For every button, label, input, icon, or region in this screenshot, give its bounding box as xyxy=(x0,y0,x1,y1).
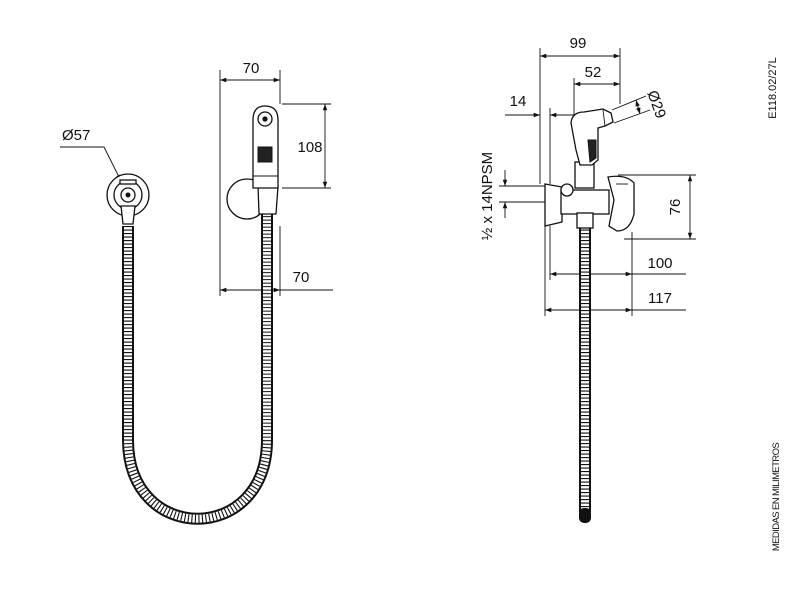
depth-100-label: 100 xyxy=(647,255,672,272)
angle-valve xyxy=(106,173,150,225)
units-note: MEDIDAS EN MILIMETROS xyxy=(771,443,782,552)
shower-height-label: 108 xyxy=(297,139,322,156)
depth-117-label: 117 xyxy=(648,290,672,307)
trigger-button xyxy=(257,146,273,163)
nozzle-diameter-label: Ø29 xyxy=(643,88,669,120)
trigger-lever xyxy=(587,139,597,163)
extension-line-nozzle-top xyxy=(611,95,647,111)
valve-diameter-label: Ø57 xyxy=(62,127,90,144)
hand-shower-side xyxy=(570,108,614,189)
valve-diameter-leader xyxy=(60,146,122,182)
head-depth-label: 52 xyxy=(585,64,602,81)
hose-front xyxy=(122,214,273,525)
bottom-width-label: 70 xyxy=(293,269,310,286)
dimension-line-nozzle xyxy=(635,99,641,115)
side-view: 99 52 14 Ø29 ½ x 14NPSM 76 100 xyxy=(479,35,696,523)
front-view: Ø57 70 108 70 xyxy=(60,60,333,525)
thread-label: ½ x 14NPSM xyxy=(479,152,496,240)
extension-line-nozzle-bottom xyxy=(613,109,651,124)
valve-height-label: 76 xyxy=(667,199,684,216)
valve-side xyxy=(544,175,635,232)
top-width-label: 70 xyxy=(243,60,260,77)
hand-shower-front xyxy=(252,105,279,189)
hose-side xyxy=(579,226,591,523)
overall-depth-label: 99 xyxy=(570,35,587,52)
drawing-code: E118.02/27L xyxy=(767,57,779,119)
offset-label: 14 xyxy=(510,93,527,110)
